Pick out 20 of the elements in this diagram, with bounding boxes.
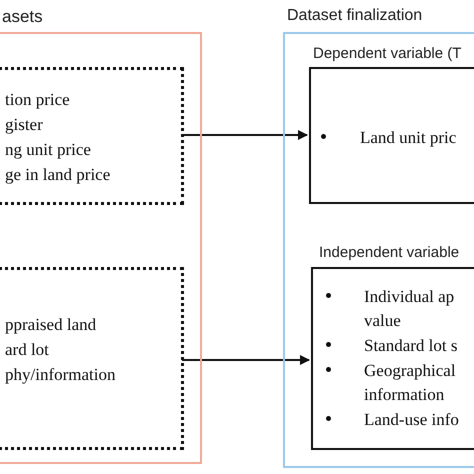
list-item: ard lot bbox=[5, 339, 49, 361]
arrow bbox=[182, 130, 308, 140]
list-item: ge in land price bbox=[5, 164, 110, 186]
group-heading: Dataset finalization bbox=[287, 7, 422, 25]
list-item: tion price bbox=[5, 89, 70, 111]
list-item: Land-use info bbox=[364, 409, 460, 431]
group-heading: asets bbox=[2, 7, 43, 27]
list-item: phy/information bbox=[5, 364, 116, 386]
group-heading: Dependent variable (T bbox=[313, 45, 462, 62]
arrow bbox=[182, 355, 310, 365]
dotted-box bbox=[0, 67, 184, 205]
list-item: Individual ap value bbox=[364, 286, 456, 332]
group-heading: Independent variable bbox=[319, 244, 460, 261]
list-item: ng unit price bbox=[5, 139, 91, 161]
list-item: Land unit pric bbox=[360, 127, 456, 149]
list-item: Standard lot s bbox=[364, 335, 458, 357]
list-item: ppraised land bbox=[5, 314, 96, 336]
list-item: Geographical information bbox=[364, 360, 457, 406]
list-item: gister bbox=[5, 114, 43, 136]
dotted-box bbox=[0, 267, 184, 450]
